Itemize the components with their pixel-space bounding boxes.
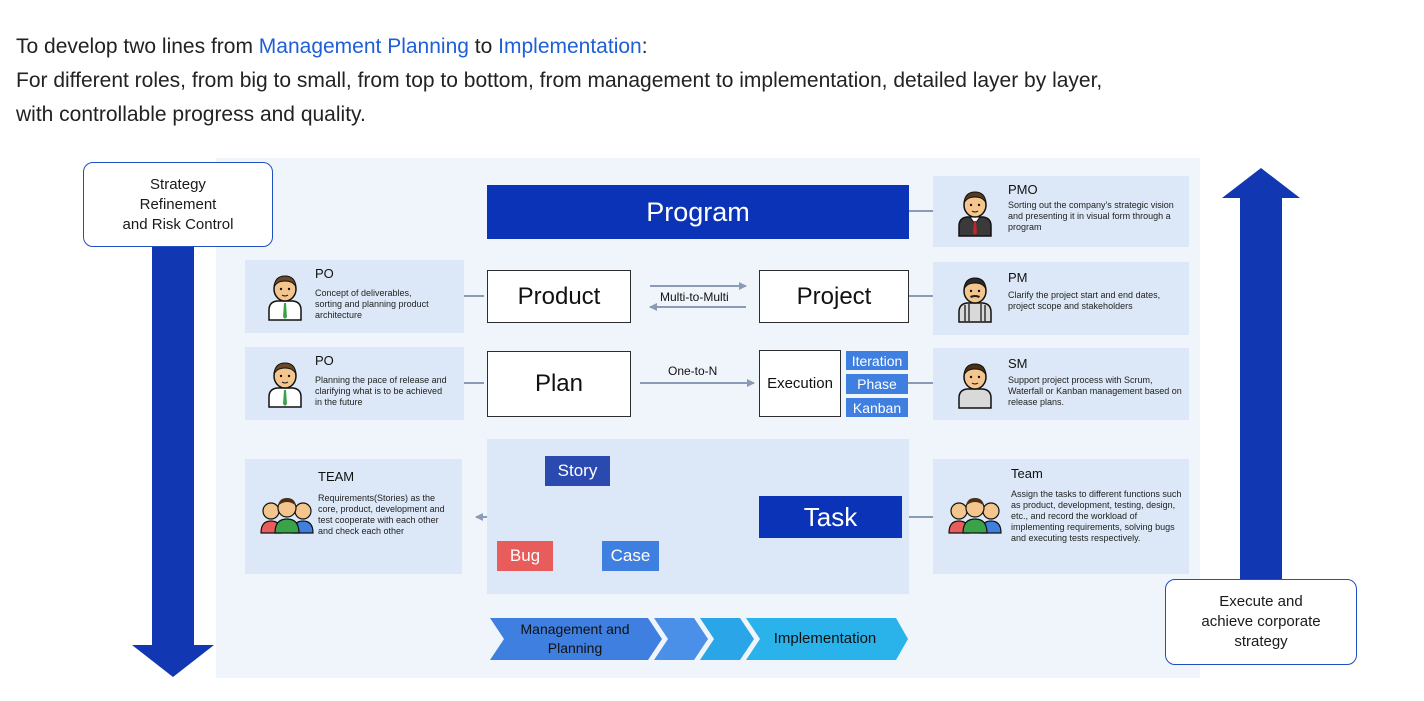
project-manager-avatar-icon (958, 277, 992, 323)
execute-line-1: Execute and (1219, 593, 1303, 610)
role-description: Clarify the project start and end dates,… (1008, 290, 1161, 311)
story-box: Story (545, 456, 610, 486)
strategy-refinement-box: Strategy Refinement and Risk Control (83, 162, 273, 247)
bug-box: Bug (497, 541, 553, 571)
plan-box: Plan (487, 351, 631, 417)
project-box: Project (759, 270, 909, 323)
role-card-team-left: TEAM Requirements(Stories) as the core, … (245, 459, 462, 574)
program-box: Program (487, 185, 909, 239)
intro-suffix: : (641, 35, 648, 58)
product-owner-avatar-icon (268, 362, 302, 408)
intro-prefix: To develop two lines from (16, 35, 259, 58)
role-card-pm: PM Clarify the project start and end dat… (933, 262, 1189, 335)
big-down-arrow (132, 246, 214, 677)
case-box: Case (602, 541, 659, 571)
task-box: Task (759, 496, 902, 538)
chevron-implementation-label: Implementation (773, 630, 877, 647)
execute-strategy-box: Execute and achieve corporate strategy (1165, 579, 1357, 665)
role-description: Requirements(Stories) as the core, produ… (318, 493, 445, 536)
management-planning-text: Management and Planning (520, 621, 630, 656)
strategy-line-3: and Risk Control (122, 215, 234, 233)
manager-avatar-icon (958, 191, 992, 237)
team-avatar-icon (260, 498, 314, 534)
role-card-pmo: PMO Sorting out the company's strategic … (933, 176, 1189, 247)
chevron-management (490, 618, 662, 660)
multi-to-multi-label: Multi-to-Multi (660, 290, 729, 304)
intro-line-3: with controllable progress and quality. (16, 103, 366, 126)
chevron-management-label: Management and Planning (505, 620, 645, 658)
role-description: Support project process with Scrum, Wate… (1008, 375, 1182, 407)
one-to-n-label: One-to-N (668, 364, 718, 378)
big-up-arrow (1222, 168, 1300, 580)
intro-middle: to (468, 35, 499, 58)
role-title: TEAM (318, 469, 355, 484)
role-title: Team (1011, 466, 1043, 481)
intro-line-1: To develop two lines from Management Pla… (16, 30, 1416, 64)
intro-text: To develop two lines from Management Pla… (16, 30, 1416, 132)
role-description: Concept of deliverables, sorting and pla… (315, 288, 429, 320)
role-card-po-product: PO Concept of deliverables, sorting and … (245, 260, 464, 333)
iteration-tag: Iteration (846, 351, 908, 370)
role-card-po-plan: PO Planning the pace of release and clar… (245, 347, 464, 420)
chevron-mid-1 (654, 618, 708, 660)
execute-line-3: strategy (1234, 633, 1288, 650)
kanban-tag: Kanban (846, 398, 908, 417)
product-box: Product (487, 270, 631, 323)
role-description: Sorting out the company's strategic visi… (1008, 200, 1174, 232)
role-card-sm: SM Support project process with Scrum, W… (933, 348, 1189, 420)
strategy-line-1: Strategy (150, 175, 206, 193)
role-description: Assign the tasks to different functions … (1011, 489, 1182, 543)
execute-line-2: achieve corporate (1201, 613, 1321, 630)
role-title: SM (1008, 356, 1028, 371)
intro-line-2: For different roles, from big to small, … (16, 69, 1103, 92)
highlight-implementation: Implementation (498, 35, 642, 58)
role-description: Planning the pace of release and clarify… (315, 375, 447, 407)
role-title: PMO (1008, 182, 1038, 197)
chevron-mid-2 (700, 618, 754, 660)
execution-box: Execution (759, 350, 841, 417)
role-title: PO (315, 266, 334, 281)
scrum-master-avatar-icon (958, 363, 992, 409)
role-card-team-right: Team Assign the tasks to different funct… (933, 459, 1189, 574)
role-title: PO (315, 353, 334, 368)
strategy-line-2: Refinement (139, 195, 217, 213)
chevron-implementation (746, 618, 908, 660)
highlight-management-planning: Management Planning (258, 35, 469, 58)
team-avatar-icon (948, 498, 1002, 534)
product-owner-avatar-icon (268, 275, 302, 321)
phase-tag: Phase (846, 374, 908, 394)
role-title: PM (1008, 270, 1028, 285)
